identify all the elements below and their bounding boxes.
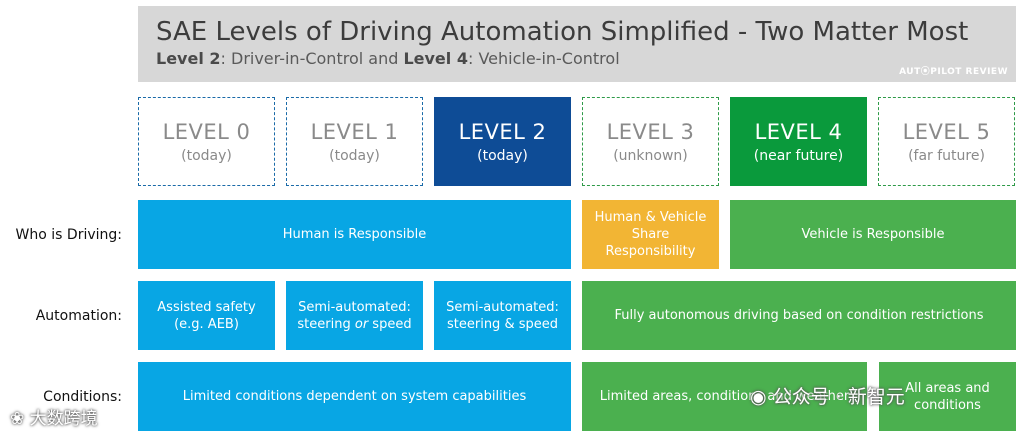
brand-logo: AUT⦿PILOT REVIEW: [899, 67, 1008, 77]
row-label-who-is-driving: Who is Driving:: [15, 227, 122, 243]
fully-autonomous-box: Fully autonomous driving based on condit…: [582, 281, 1016, 350]
watermark-logo-icon: ❀: [10, 409, 25, 429]
limited-conditions-box: Limited conditions dependent on system c…: [138, 362, 571, 431]
page-title: SAE Levels of Driving Automation Simplif…: [156, 17, 969, 47]
semi1-or: or: [354, 316, 369, 332]
all-areas-box: All areas and conditions: [879, 362, 1016, 431]
level-3-box: LEVEL 3 (unknown): [582, 97, 719, 186]
semi-automated-or-text: Semi-automated:steering or speed: [297, 299, 411, 333]
level-name: LEVEL 5: [902, 119, 991, 144]
page-subtitle: Level 2: Driver-in-Control and Level 4: …: [156, 49, 620, 68]
semi1-line1: Semi-automated:: [298, 299, 411, 315]
assisted-safety-box: Assisted safety (e.g. AEB): [138, 281, 275, 350]
row-label-conditions: Conditions:: [43, 389, 122, 405]
watermark-left-text: 大数跨境: [29, 409, 98, 429]
watermark-right: ◉ 公众号 · 新智元: [750, 382, 905, 409]
level-name: LEVEL 0: [162, 119, 251, 144]
level-status: (unknown): [613, 147, 688, 164]
watermark-left: ❀ 大数跨境: [10, 404, 98, 429]
level-name: LEVEL 2: [458, 119, 547, 144]
level-name: LEVEL 4: [754, 119, 843, 144]
row-label-automation: Automation:: [35, 308, 122, 324]
limited-areas-box: Limited areas, conditions and weather: [582, 362, 867, 431]
level-status: (near future): [753, 147, 844, 164]
semi-automated-and-box: Semi-automated: steering & speed: [434, 281, 571, 350]
header-banner: SAE Levels of Driving Automation Simplif…: [138, 6, 1016, 82]
level-5-box: LEVEL 5 (far future): [878, 97, 1015, 186]
subtitle-level2: Level 2: [156, 49, 221, 68]
level-2-box: LEVEL 2 (today): [434, 97, 571, 186]
semi-automated-or-box: Semi-automated:steering or speed: [286, 281, 423, 350]
watermark-right-text: 公众号 · 新智元: [772, 386, 905, 408]
subtitle-end: : Vehicle-in-Control: [467, 49, 620, 68]
semi1-steering: steering: [297, 316, 355, 332]
human-responsible-box: Human is Responsible: [138, 200, 571, 269]
semi1-speed: speed: [368, 316, 412, 332]
wechat-icon: ◉: [750, 386, 767, 408]
level-status: (today): [181, 147, 232, 164]
level-status: (today): [477, 147, 528, 164]
level-status: (today): [329, 147, 380, 164]
level-name: LEVEL 1: [310, 119, 399, 144]
vehicle-responsible-box: Vehicle is Responsible: [730, 200, 1016, 269]
level-0-box: LEVEL 0 (today): [138, 97, 275, 186]
level-4-box: LEVEL 4 (near future): [730, 97, 867, 186]
shared-responsibility-box: Human & Vehicle Share Responsibility: [582, 200, 719, 269]
subtitle-level4: Level 4: [403, 49, 468, 68]
level-name: LEVEL 3: [606, 119, 695, 144]
subtitle-mid: : Driver-in-Control and: [220, 49, 404, 68]
level-status: (far future): [908, 147, 985, 164]
level-1-box: LEVEL 1 (today): [286, 97, 423, 186]
